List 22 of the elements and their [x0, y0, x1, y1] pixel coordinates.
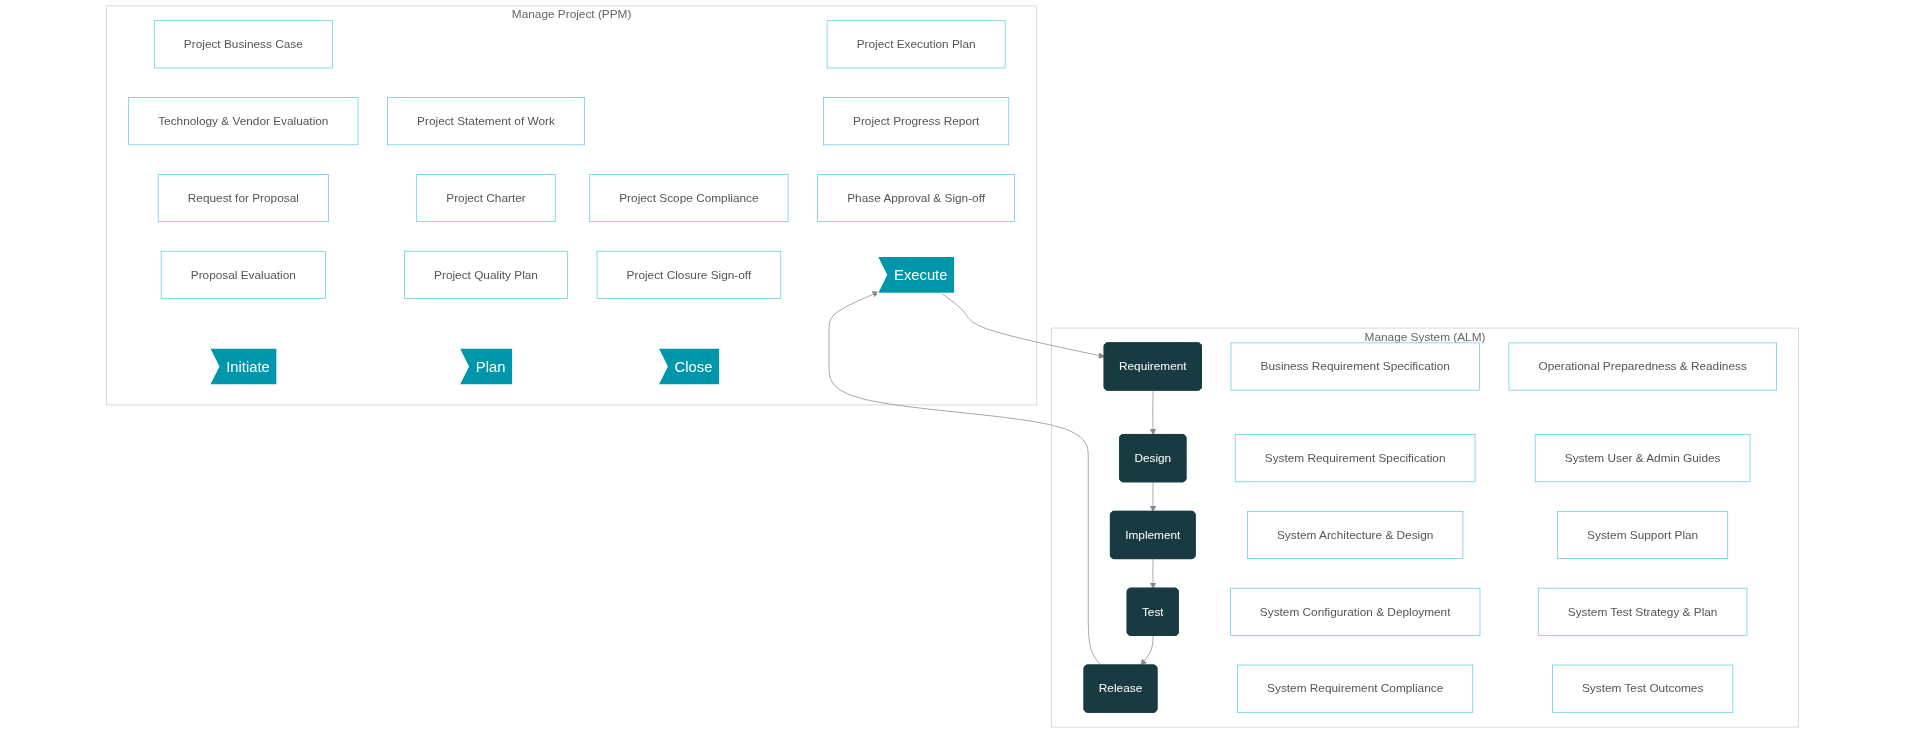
node-box: Technology & Vendor Evaluation: [128, 97, 359, 146]
node-box: System User & Admin Guides: [1534, 434, 1751, 483]
node-box: System Requirement Compliance: [1237, 664, 1474, 713]
node-box: Operational Preparedness & Readiness: [1508, 342, 1777, 391]
node-box: Proposal Evaluation: [160, 250, 326, 299]
node-box: System Test Strategy & Plan: [1537, 587, 1748, 636]
node-box: Project Business Case: [153, 20, 333, 69]
node-box: Project Scope Compliance: [589, 174, 789, 223]
node-box: Request for Proposal: [157, 174, 329, 223]
node-box: Phase Approval & Sign-off: [817, 174, 1015, 223]
node-box: Project Progress Report: [823, 97, 1010, 146]
node-box: Project Quality Plan: [404, 250, 568, 299]
node-box: System Test Outcomes: [1552, 664, 1734, 713]
node-box: Business Requirement Specification: [1230, 342, 1480, 391]
node-box: Project Execution Plan: [826, 20, 1006, 69]
node-box: System Architecture & Design: [1247, 510, 1464, 559]
node-box: Project Closure Sign-off: [596, 250, 782, 299]
node-box: System Requirement Specification: [1234, 434, 1476, 483]
node-box: System Support Plan: [1557, 510, 1729, 559]
node-box: Project Charter: [416, 174, 556, 223]
node-box: System Configuration & Deployment: [1229, 587, 1481, 636]
node-box: Project Statement of Work: [387, 97, 585, 146]
